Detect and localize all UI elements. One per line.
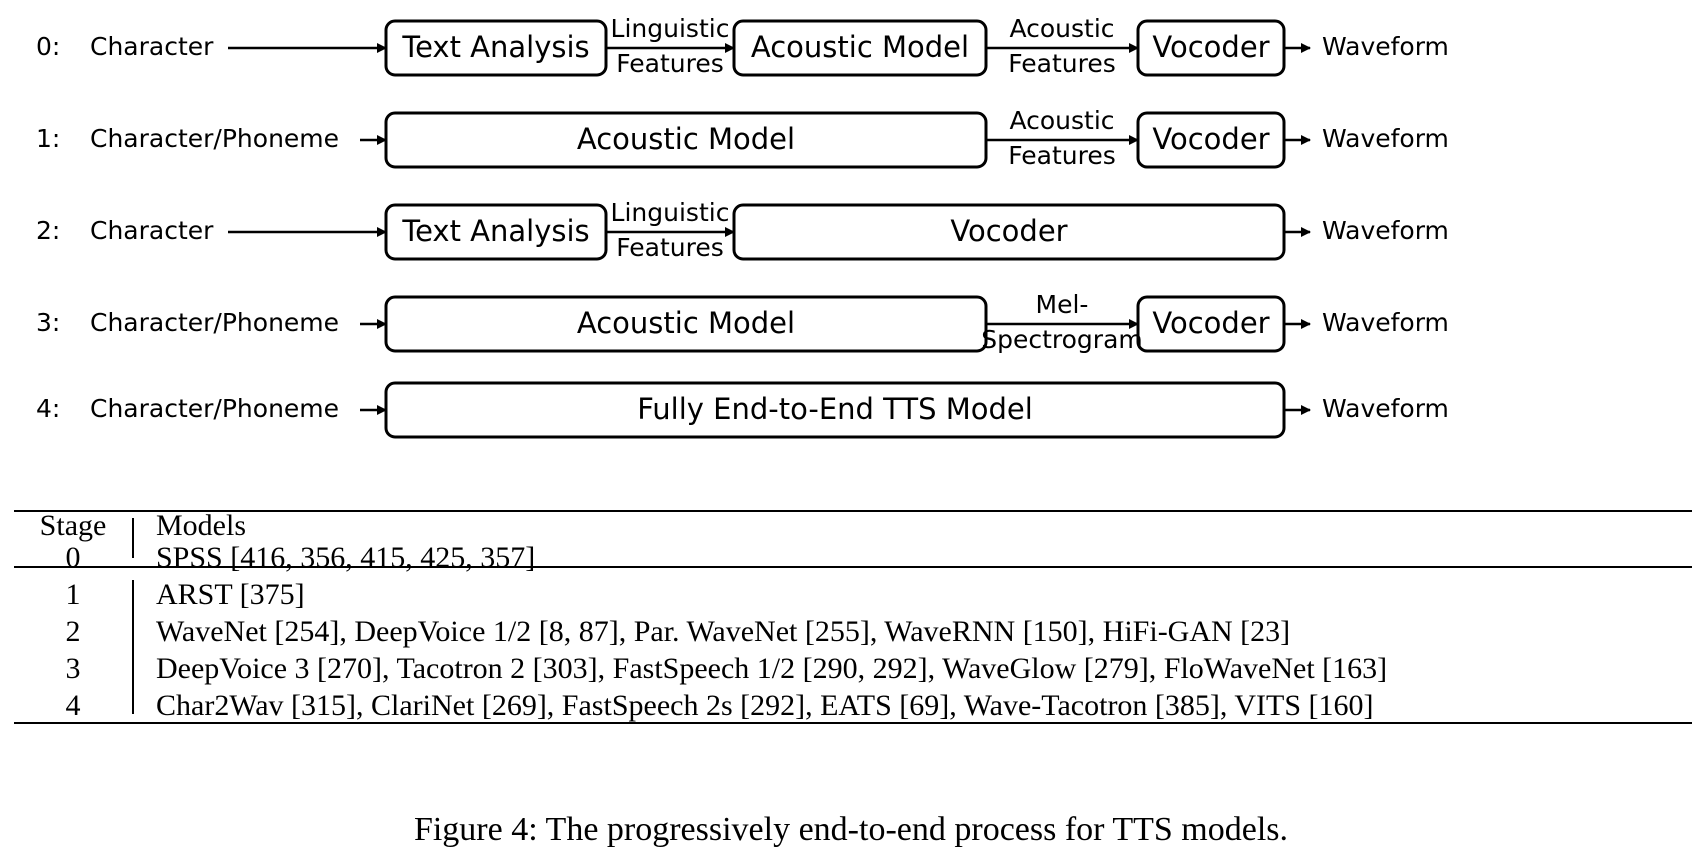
pipeline-index: 1: [36, 124, 60, 153]
pipeline-box-label: Vocoder [950, 214, 1067, 248]
table-top-rule [14, 510, 1692, 512]
table-body-divider [132, 580, 134, 714]
pipeline-input: Character/Phoneme [90, 394, 339, 423]
table-row-models: WaveNet [254], DeepVoice 1/2 [8, 87], Pa… [156, 615, 1291, 648]
pipeline-input: Character [90, 216, 214, 245]
table-row-models: SPSS [416, 356, 415, 425, 357] [156, 541, 536, 574]
pipeline-box-label: Acoustic Model [751, 30, 969, 64]
pipeline-box-label: Vocoder [1152, 30, 1269, 64]
edge-label-bottom: Spectrogram [981, 325, 1143, 354]
pipeline-index: 2: [36, 216, 60, 245]
edge-label-bottom: Features [1008, 141, 1116, 170]
edge-label-top: Linguistic [611, 14, 730, 43]
edge-label-top: Linguistic [611, 198, 730, 227]
table-row-models: DeepVoice 3 [270], Tacotron 2 [303], Fas… [156, 652, 1388, 685]
pipeline-index: 3: [36, 308, 60, 337]
pipeline-output: Waveform [1322, 216, 1449, 245]
pipeline-input: Character [90, 32, 214, 61]
edge-label-top: Acoustic [1009, 14, 1114, 43]
edge-label-bottom: Features [616, 233, 724, 262]
figure-caption: Figure 4: The progressively end-to-end p… [413, 811, 1289, 848]
pipeline-output: Waveform [1322, 394, 1449, 423]
pipeline-output: Waveform [1322, 32, 1449, 61]
pipeline-box-label: Acoustic Model [577, 306, 795, 340]
pipeline-output: Waveform [1322, 124, 1449, 153]
table-header-divider [132, 518, 134, 558]
edge-label-bottom: Features [616, 49, 724, 78]
table-row-stage: 3 [65, 652, 81, 685]
table-header-rule [14, 566, 1692, 568]
table-header-stage: Stage [39, 509, 107, 542]
pipeline-box-label: Acoustic Model [577, 122, 795, 156]
edge-label-top: Acoustic [1009, 106, 1114, 135]
table-row-stage: 0 [65, 541, 81, 574]
pipeline-box-label: Text Analysis [401, 30, 589, 64]
table-row-stage: 4 [65, 689, 81, 722]
table-header-models: Models [156, 509, 246, 542]
pipeline-output: Waveform [1322, 308, 1449, 337]
pipeline-box-label: Vocoder [1152, 122, 1269, 156]
edge-label-bottom: Features [1008, 49, 1116, 78]
table-bottom-rule [14, 722, 1692, 724]
table-row-models: ARST [375] [156, 578, 305, 611]
pipeline-input: Character/Phoneme [90, 308, 339, 337]
edge-label-top: Mel- [1036, 290, 1089, 319]
pipeline-box-label: Text Analysis [401, 214, 589, 248]
pipeline-index: 0: [36, 32, 60, 61]
table-row-stage: 2 [65, 615, 81, 648]
table-row-models: Char2Wav [315], ClariNet [269], FastSpee… [156, 689, 1374, 722]
pipeline-index: 4: [36, 394, 60, 423]
pipeline-box-label: Fully End-to-End TTS Model [637, 392, 1033, 426]
pipeline-box-label: Vocoder [1152, 306, 1269, 340]
table-row-stage: 1 [65, 578, 81, 611]
pipeline-input: Character/Phoneme [90, 124, 339, 153]
